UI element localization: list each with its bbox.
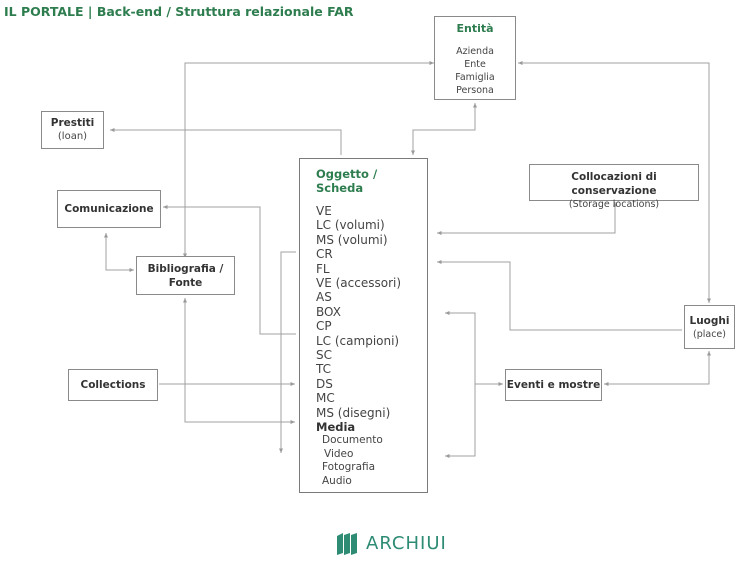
list-item: Documento xyxy=(322,434,383,447)
luoghi-label: Luoghi xyxy=(689,315,730,327)
list-item: Ente xyxy=(464,59,486,70)
comunicazione-box: Comunicazione xyxy=(57,190,161,228)
list-item: CP xyxy=(316,319,332,334)
list-item: MS (disegni) xyxy=(316,405,391,420)
archiui-logo: ARCHIUI xyxy=(336,532,447,556)
list-item: Persona xyxy=(456,85,494,96)
link-biblio-oggetto xyxy=(279,251,296,453)
collocazioni-sub: (Storage locations) xyxy=(568,199,660,210)
eventi-box: Eventi e mostre xyxy=(505,369,602,401)
list-item: Azienda xyxy=(456,46,494,57)
list-item: MC xyxy=(316,391,335,406)
collocazioni-box: Collocazioni di conservazione (Storage l… xyxy=(529,164,699,210)
list-item: VE xyxy=(316,204,332,218)
eventi-label: Eventi e mostre xyxy=(506,379,601,391)
collections-box: Collections xyxy=(68,369,158,401)
link-biblio-bottom xyxy=(183,298,295,424)
list-item: FL xyxy=(316,261,330,276)
link-luoghi-oggetto xyxy=(437,260,682,331)
list-item: Audio xyxy=(322,474,352,487)
comunicazione-label: Comunicazione xyxy=(64,203,154,215)
prestiti-label: Prestiti xyxy=(50,117,95,129)
list-item: SC xyxy=(316,348,332,363)
link-comunicazione-biblio xyxy=(104,233,134,272)
book-pages-icon xyxy=(337,533,357,555)
prestiti-box: Prestiti (loan) xyxy=(41,111,104,149)
media-list: Documento Video Fotografia Audio xyxy=(316,434,427,488)
bibliografia-box: Bibliografia / Fonte xyxy=(136,256,235,295)
entita-list: Azienda Ente Famiglia Persona xyxy=(435,45,515,97)
media-title: Media xyxy=(316,420,356,435)
page-title: IL PORTALE | Back-end / Struttura relazi… xyxy=(4,4,354,19)
link-collocazioni-oggetto xyxy=(437,202,617,235)
list-item: BOX xyxy=(316,304,341,319)
link-prestiti-oggetto xyxy=(110,128,342,155)
link-eventi-oggetto xyxy=(445,312,503,457)
link-entita-luoghi xyxy=(518,61,711,303)
logo-text: ARCHIUI xyxy=(366,533,447,554)
list-item: Fotografia xyxy=(322,461,376,474)
list-item: LC (volumi) xyxy=(316,218,385,233)
list-item: TC xyxy=(316,362,332,377)
prestiti-sub: (loan) xyxy=(57,131,88,142)
link-biblio-top xyxy=(183,61,434,258)
list-item: MS (volumi) xyxy=(316,232,388,247)
oggetto-title: Oggetto / Scheda xyxy=(316,167,378,195)
list-item: VE (accessori) xyxy=(316,276,402,291)
collocazioni-label: Collocazioni di conservazione xyxy=(571,171,657,197)
entita-box: Entità Azienda Ente Famiglia Persona xyxy=(434,16,516,100)
list-item: Video xyxy=(324,447,354,460)
collections-label: Collections xyxy=(80,379,146,391)
list-item: AS xyxy=(316,290,332,305)
list-item: Famiglia xyxy=(455,72,495,83)
bibliografia-line1: Bibliografia / xyxy=(147,263,224,275)
link-eventi-luoghi xyxy=(604,351,711,386)
oggetto-list: VE LC (volumi) MS (volumi) CR FL VE (acc… xyxy=(316,204,427,420)
list-item: DS xyxy=(316,376,333,391)
list-item: LC (campioni) xyxy=(316,333,400,348)
entita-title: Entità xyxy=(456,22,494,35)
oggetto-box: Oggetto / Scheda VE LC (volumi) MS (volu… xyxy=(299,158,428,493)
bibliografia-line2: Fonte xyxy=(168,277,203,289)
link-entita-oggetto xyxy=(411,103,477,155)
luoghi-box: Luoghi (place) xyxy=(684,305,735,349)
luoghi-sub: (place) xyxy=(693,329,726,340)
list-item: CR xyxy=(316,247,333,262)
